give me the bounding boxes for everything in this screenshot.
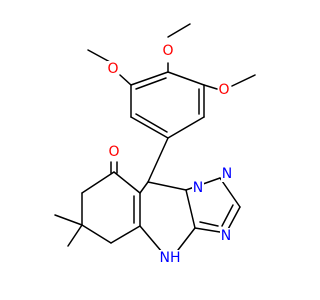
bond xyxy=(199,221,219,227)
atom-label: N xyxy=(193,180,203,196)
bond xyxy=(167,71,205,86)
atom-label: O xyxy=(218,82,229,98)
bond xyxy=(119,74,132,86)
atom-nitrogen: N xyxy=(192,180,204,196)
bond xyxy=(130,116,169,139)
atom-nh: NH xyxy=(158,250,182,266)
bond xyxy=(54,214,83,226)
atom-label: NH xyxy=(160,250,181,266)
bond xyxy=(67,224,83,247)
bonds xyxy=(54,23,256,253)
atom-labels: O O O O N N N NH xyxy=(107,43,233,266)
bond xyxy=(139,181,149,194)
bond xyxy=(87,49,111,63)
bond xyxy=(135,77,167,90)
atom-label: N xyxy=(221,228,231,244)
bond xyxy=(221,204,234,227)
bond xyxy=(147,181,187,191)
atom-label: N xyxy=(222,166,232,182)
bond xyxy=(219,177,241,208)
bond xyxy=(177,227,196,251)
bond xyxy=(139,225,163,253)
atom-oxygen: O xyxy=(108,144,120,160)
bond xyxy=(185,189,196,229)
bond xyxy=(81,171,115,194)
bond xyxy=(203,84,218,90)
bond xyxy=(130,71,169,86)
atom-label: O xyxy=(162,43,173,59)
bond xyxy=(110,225,141,244)
bond xyxy=(113,171,141,194)
bond xyxy=(167,116,205,139)
bond xyxy=(81,224,112,244)
bond xyxy=(135,113,168,133)
atom-label: O xyxy=(107,61,118,77)
atom-oxygen: O xyxy=(218,82,230,98)
atom-nitrogen: N xyxy=(220,228,232,244)
atom-oxygen: O xyxy=(162,43,174,59)
bond xyxy=(147,137,169,183)
bond xyxy=(167,23,191,38)
bond xyxy=(231,74,256,87)
atom-label: O xyxy=(108,144,119,160)
atom-oxygen: O xyxy=(107,61,119,77)
molecule-structure: O O O O N N N NH xyxy=(54,23,256,266)
atom-nitrogen: N xyxy=(221,166,233,182)
